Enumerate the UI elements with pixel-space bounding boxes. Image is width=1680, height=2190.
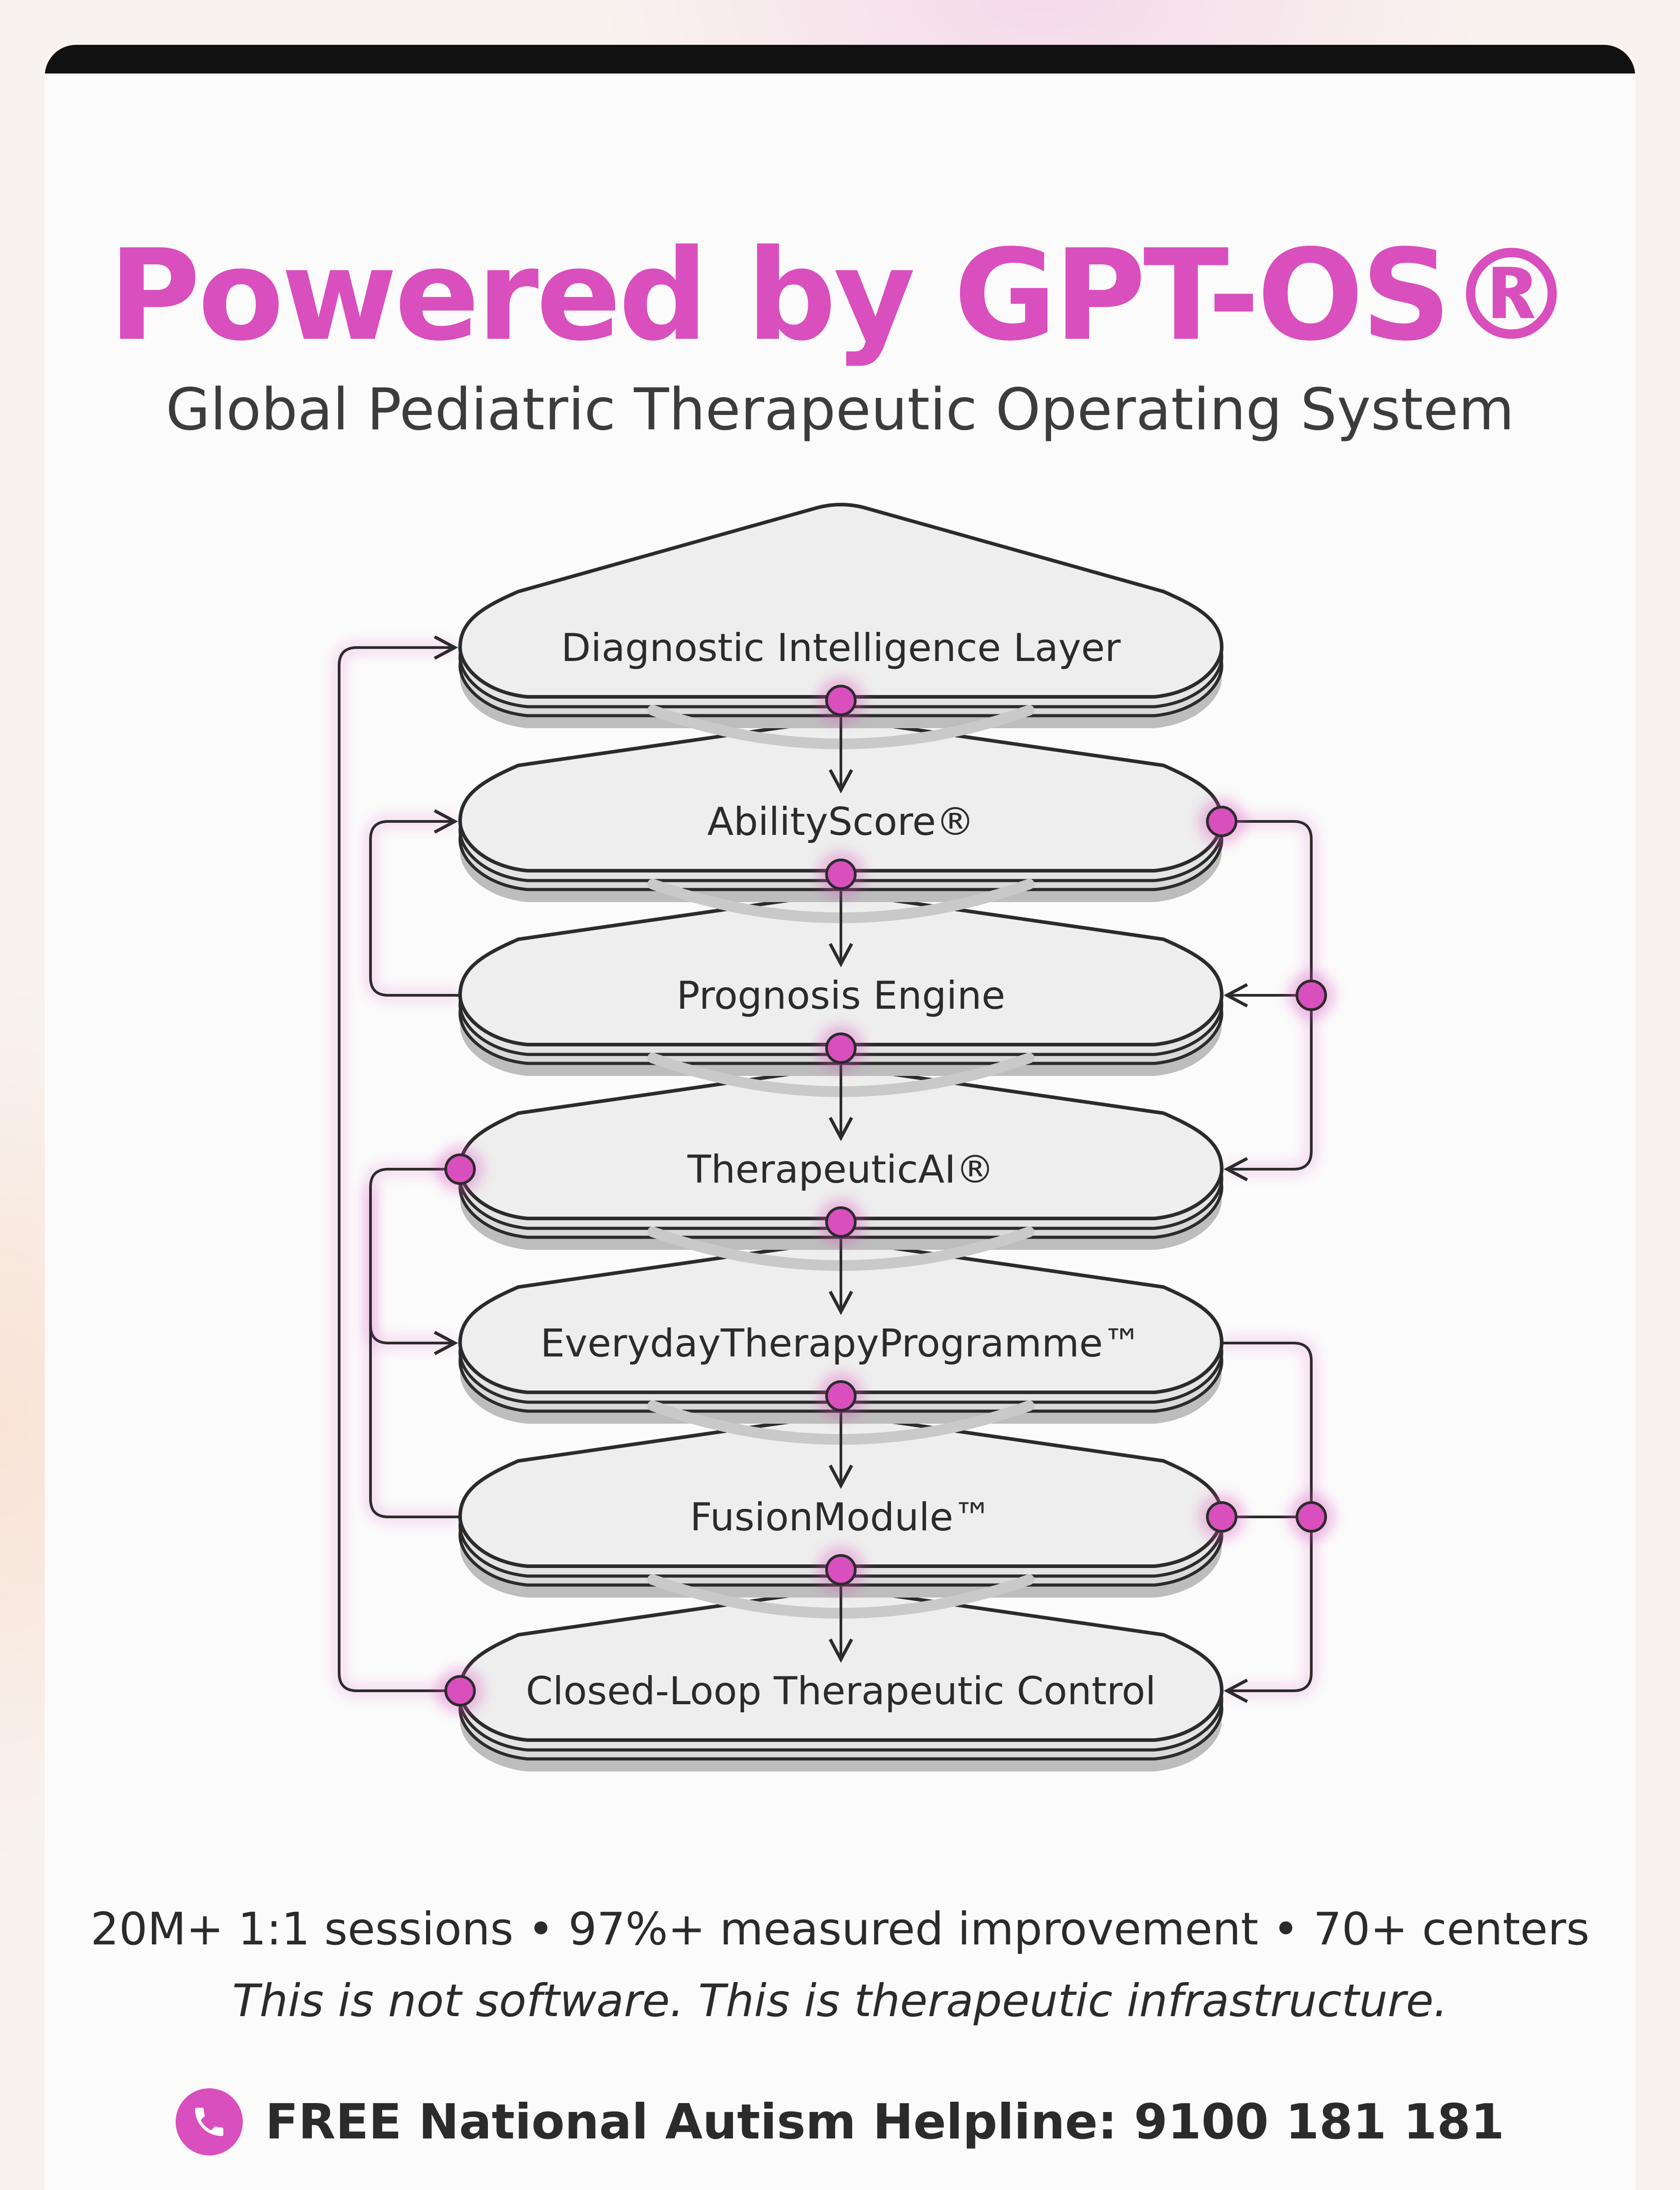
phone-icon — [176, 2088, 243, 2155]
loop-therapeuticai-to-everyday-node — [437, 1146, 483, 1192]
loop-prognosis-to-abilityscore — [369, 809, 460, 997]
layer-label-abilityscore: AbilityScore® — [707, 799, 975, 844]
node-dot — [825, 1032, 857, 1064]
layer-prognosis: Prognosis Engine — [458, 891, 1224, 1097]
node-dot — [444, 1153, 476, 1185]
layer-label-closedloop: Closed-Loop Therapeutic Control — [526, 1669, 1156, 1714]
layer-label-diagnostic: Diagnostic Intelligence Layer — [561, 626, 1121, 670]
fusion-right-node — [1198, 1494, 1245, 1540]
node-dot — [444, 1675, 476, 1706]
gpt-os-layer-diagram: Closed-Loop Therapeutic Control FusionMod… — [333, 503, 1335, 1771]
helpline[interactable]: FREE National Autism Helpline: 9100 181 … — [45, 2079, 1635, 2164]
layer-therapeuticai: TherapeuticAI® — [458, 1065, 1224, 1271]
helpline-text: FREE National Autism Helpline: 9100 181 … — [265, 2094, 1504, 2150]
flow-node — [818, 1025, 864, 1071]
layer-top — [458, 1586, 1224, 1742]
loop-abilityscore-to-therapeuticai-node — [1198, 798, 1245, 845]
loop-therapeuticai-to-everyday-glow — [365, 1163, 460, 1349]
node-dot — [1206, 1501, 1237, 1533]
flow-node — [818, 677, 864, 724]
page-subtitle: Global Pediatric Therapeutic Operating S… — [165, 376, 1515, 443]
loop-therapeuticai-to-everyday — [369, 1168, 460, 1356]
layer-label-prognosis: Prognosis Engine — [676, 973, 1005, 1018]
loop-closedloop-to-diagnostic — [338, 635, 460, 1692]
layer-everyday: EverydayTherapyProgramme™ — [458, 1239, 1224, 1445]
loop-fusion-to-therapeuticai — [369, 1187, 460, 1518]
node-dot — [825, 685, 857, 716]
overlay-group — [437, 677, 1335, 1714]
junction-node-fusion — [1288, 1494, 1335, 1540]
node-dot — [825, 1206, 857, 1238]
layer-top — [458, 717, 1224, 873]
node-dot — [1296, 1501, 1327, 1533]
flow-node — [818, 1199, 864, 1245]
layer-top — [458, 1412, 1224, 1568]
node-dot — [825, 1554, 857, 1585]
layer-fusion: FusionModule™ — [458, 1412, 1224, 1619]
layer-top — [458, 1239, 1224, 1394]
node-dot — [825, 1380, 857, 1412]
flow-node — [818, 851, 864, 898]
flow-node — [818, 1546, 864, 1593]
layer-top — [458, 891, 1224, 1046]
loop-closedloop-to-diagnostic-node — [437, 1667, 483, 1714]
loop-fusion-to-therapeuticai-glow — [365, 1187, 460, 1523]
layer-diagnostic: Diagnostic Intelligence Layer — [458, 503, 1224, 749]
node-dot — [825, 859, 857, 890]
layer-top — [458, 503, 1224, 699]
layer-label-fusion: FusionModule™ — [690, 1495, 992, 1540]
layer-label-therapeuticai: TherapeuticAI® — [687, 1147, 994, 1192]
node-dot — [1206, 806, 1237, 837]
page-title: Powered by GPT-OS® — [108, 223, 1574, 369]
main-card: Powered by GPT-OS® Global Pediatric Ther… — [45, 45, 1635, 2190]
stats-line: 20M+ 1:1 sessions • 97%+ measured improv… — [90, 1903, 1590, 1955]
layer-top — [458, 1065, 1224, 1220]
tagline: This is not software. This is therapeuti… — [232, 1974, 1448, 2027]
layer-stack: Closed-Loop Therapeutic Control FusionMod… — [458, 503, 1224, 1771]
flow-node — [818, 1373, 864, 1419]
layer-closedloop: Closed-Loop Therapeutic Control — [458, 1586, 1224, 1771]
layer-abilityscore: AbilityScore® — [458, 717, 1224, 923]
card-top-bar — [45, 45, 1635, 73]
node-dot — [1296, 980, 1327, 1011]
junction-node-prognosis — [1288, 972, 1335, 1019]
layer-label-everyday: EverydayTherapyProgramme™ — [540, 1321, 1142, 1366]
loop-prognosis-to-abilityscore-glow — [365, 816, 460, 1001]
